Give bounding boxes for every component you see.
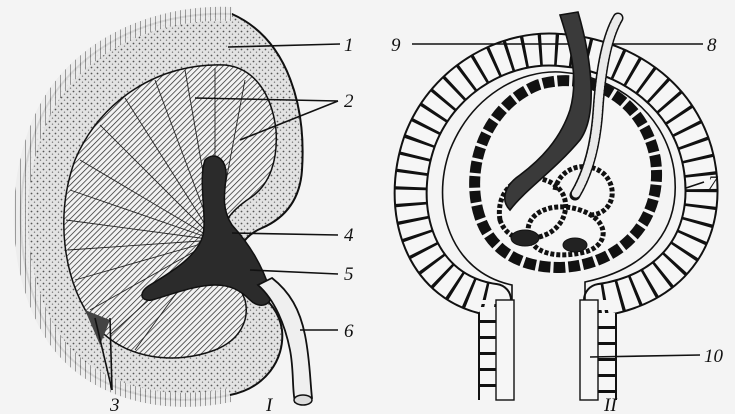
- label-6: 6: [344, 321, 354, 342]
- panel-label-i: I: [265, 395, 274, 414]
- ureter-end: [294, 395, 312, 405]
- label-9: 9: [391, 35, 401, 56]
- proximal-tubule: [496, 300, 598, 400]
- panel-label-ii: II: [603, 395, 618, 414]
- label-4: 4: [344, 225, 354, 246]
- nephron-drawing: [411, 12, 702, 400]
- label-2: 2: [344, 91, 354, 112]
- label-5: 5: [344, 264, 354, 285]
- label-7: 7: [708, 173, 719, 194]
- label-8: 8: [707, 35, 717, 56]
- kidney-drawing: [21, 14, 312, 405]
- label-1: 1: [344, 35, 354, 56]
- label-3: 3: [109, 395, 120, 414]
- label-10: 10: [704, 346, 724, 367]
